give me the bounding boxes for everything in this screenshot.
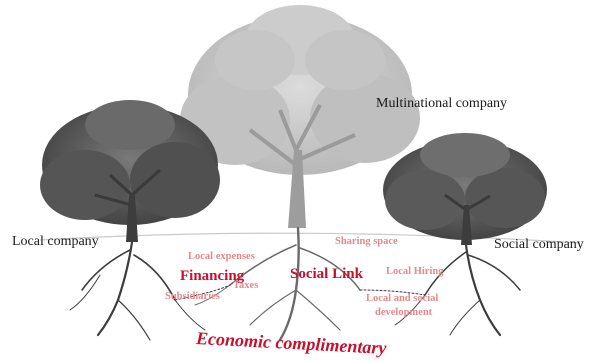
- multinational-tree: [180, 5, 420, 228]
- financing-label: Financing: [180, 268, 245, 284]
- social-company-label: Social company: [494, 237, 584, 252]
- local-social-development-line2: development: [375, 307, 433, 318]
- local-social-development-line1: Local and social: [366, 293, 439, 304]
- local-company-tree: [40, 100, 220, 242]
- social-company-tree: [383, 133, 547, 245]
- multinational-company-label: Multinational company: [376, 96, 508, 111]
- local-hiring-label: Local Hiring: [386, 266, 444, 277]
- root-network: [69, 226, 521, 342]
- local-expenses-label: Local expenses: [188, 251, 255, 262]
- social-link-label: Social Link: [290, 266, 363, 282]
- local-company-label: Local company: [12, 234, 99, 249]
- taxes-label: Taxes: [233, 280, 259, 291]
- sharing-space-label: Sharing space: [335, 236, 398, 247]
- ground-line: [39, 232, 581, 244]
- subsidiaries-label: Subsidiaries: [165, 291, 220, 302]
